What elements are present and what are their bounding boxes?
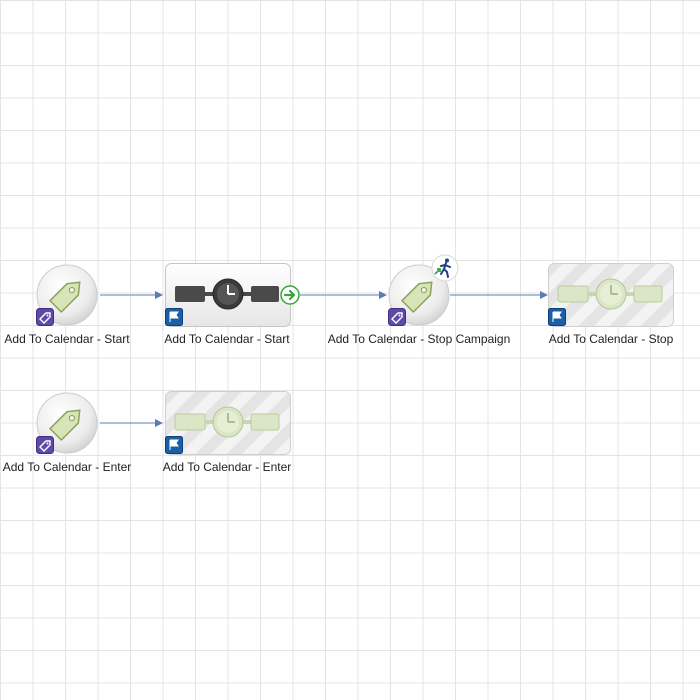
node-label: Add To Calendar - Stop <box>548 332 674 346</box>
exit-person-icon <box>431 254 459 282</box>
node-label: Add To Calendar - Start <box>4 332 130 346</box>
node-start-segment[interactable] <box>35 264 101 330</box>
node-enter-wait[interactable] <box>165 391 291 455</box>
node-stop-campaign-segment[interactable] <box>387 254 459 330</box>
flag-icon <box>548 308 566 326</box>
tag-icon <box>400 281 433 314</box>
node-enter-segment[interactable] <box>35 392 101 458</box>
tag-icon <box>48 281 81 314</box>
arrow-right-circle-icon[interactable] <box>280 285 300 305</box>
segment-badge-icon <box>36 436 54 454</box>
segment-badge-icon <box>388 308 406 326</box>
node-label: Add To Calendar - Start <box>164 332 290 346</box>
node-stop-wait[interactable] <box>548 263 674 327</box>
node-label: Add To Calendar - Enter <box>2 460 132 474</box>
timer-icon <box>175 278 279 310</box>
flag-icon <box>165 436 183 454</box>
flag-icon <box>165 308 183 326</box>
node-start-wait[interactable] <box>165 263 300 327</box>
timer-icon <box>557 278 663 310</box>
timer-icon <box>174 406 280 438</box>
node-label: Add To Calendar - Enter <box>162 460 292 474</box>
node-label: Add To Calendar - Stop Campaign <box>327 332 511 346</box>
tag-icon <box>48 409 81 442</box>
segment-badge-icon <box>36 308 54 326</box>
